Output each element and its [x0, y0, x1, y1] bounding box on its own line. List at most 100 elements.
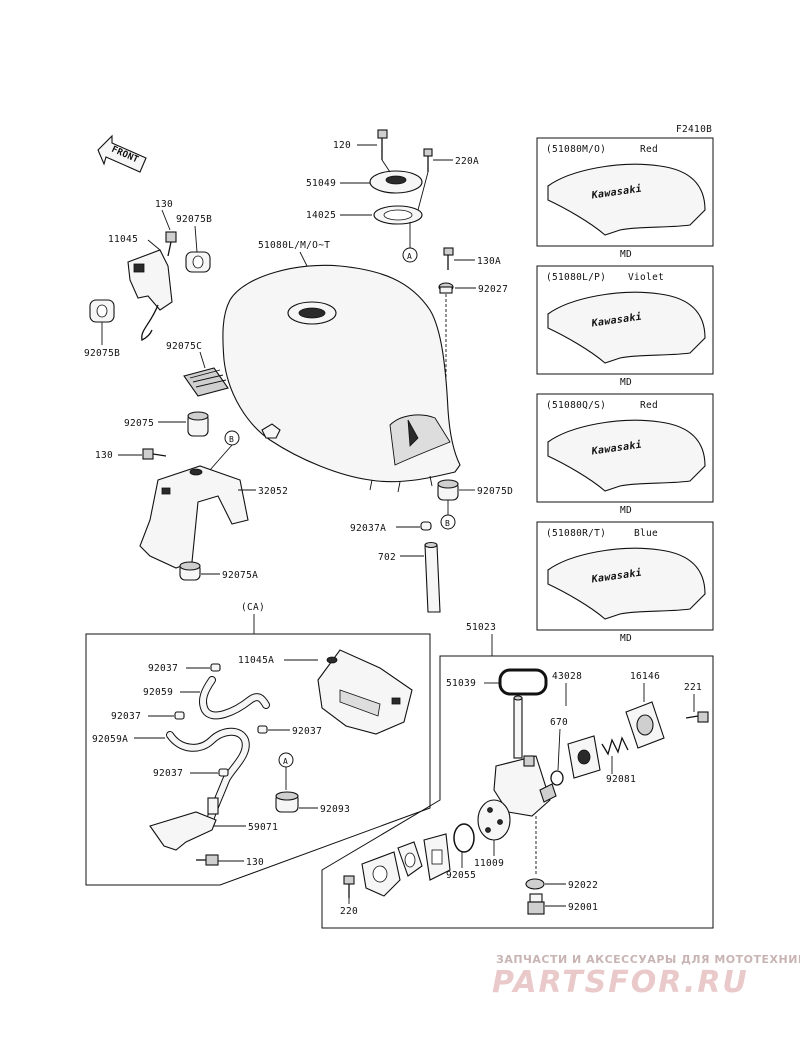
damper-92075D [437, 479, 459, 501]
bolt-130-bottom [196, 854, 219, 866]
screw-221 [685, 711, 709, 723]
variant-1-sub: MD [620, 249, 632, 260]
mount-plate [361, 851, 401, 897]
callout-A-top: A [407, 252, 412, 261]
cover-16146 [625, 701, 665, 749]
label-51039: 51039 [446, 678, 476, 689]
grommet-92027 [438, 282, 454, 294]
label-14025: 14025 [306, 210, 336, 221]
label-220A: 220A [455, 156, 479, 167]
clip-92037-1 [210, 663, 221, 672]
variant-3-sub: MD [620, 505, 632, 516]
clip-92037A [420, 521, 432, 531]
damper-92075A [179, 561, 201, 581]
clip-92037-4 [218, 768, 229, 777]
label-92059: 92059 [143, 687, 173, 698]
bracket-32052 [139, 465, 249, 569]
bolt-130A [443, 247, 454, 270]
label-130-mid: 130 [95, 450, 113, 461]
callout-B-right: B [445, 519, 450, 528]
label-130A: 130A [477, 256, 501, 267]
gasket-plate [397, 841, 423, 877]
damper-92075B-top [185, 251, 211, 273]
washer-92022 [525, 878, 545, 890]
label-702: 702 [378, 552, 396, 563]
variant-1-code: (51080M/O) [546, 144, 606, 155]
label-92055: 92055 [446, 870, 476, 881]
label-51049: 51049 [306, 178, 336, 189]
watermark-tagline: ЗАПЧАСТИ И АКСЕССУАРЫ ДЛЯ МОТОТЕХНИКИ [496, 953, 800, 966]
bolt-220A [423, 148, 433, 172]
label-92059A: 92059A [92, 734, 128, 745]
cap-51049 [369, 170, 423, 194]
ca-section-frame [85, 633, 431, 886]
label-670: 670 [550, 717, 568, 728]
variant-panel-3: (51080Q/S) Red Kawasaki MD [536, 393, 714, 516]
label-92037-4: 92037 [153, 768, 183, 779]
label-220: 220 [340, 906, 358, 917]
label-92027: 92027 [478, 284, 508, 295]
figure-code: F2410B [676, 124, 712, 135]
label-43028: 43028 [552, 671, 582, 682]
callout-B-left: B [229, 435, 234, 444]
label-51080: 51080L/M/O~T [258, 240, 330, 251]
fuel-cock-body [493, 695, 557, 817]
grommet-92093 [275, 791, 299, 813]
filter-51039 [498, 668, 548, 696]
lever-plate [423, 833, 451, 881]
front-arrow: FRONT [97, 134, 147, 173]
variant-panel-4: (51080R/T) Blue Kawasaki MD [536, 521, 714, 644]
label-92075B-bot: 92075B [84, 348, 120, 359]
variant-4-code: (51080R/T) [546, 528, 606, 539]
hose-92059A [166, 727, 250, 824]
hose-702 [424, 541, 441, 613]
clip-92037-2 [174, 711, 185, 720]
label-92037A: 92037A [350, 523, 386, 534]
label-92001: 92001 [568, 902, 598, 913]
bolt-130-mid [142, 448, 167, 460]
variant-2-color: Violet [628, 272, 664, 283]
gasket-14025 [373, 205, 423, 225]
fuel-tank [222, 264, 461, 493]
screw-220 [343, 875, 355, 898]
label-92037-2: 92037 [111, 711, 141, 722]
label-92075D: 92075D [477, 486, 513, 497]
label-32052: 32052 [258, 486, 288, 497]
label-130-top: 130 [155, 199, 173, 210]
label-59071: 59071 [248, 822, 278, 833]
fuel-cock-section-frame [321, 655, 714, 929]
spring-92081 [601, 736, 629, 756]
hose-92059 [199, 676, 270, 720]
oring-670 [550, 770, 564, 786]
variant-1-color: Red [640, 144, 658, 155]
label-11009: 11009 [474, 858, 504, 869]
bracket-59071 [149, 797, 219, 851]
variant-4-color: Blue [634, 528, 658, 539]
label-221: 221 [684, 682, 702, 693]
watermark-logo: PARTSFOR.RU [492, 965, 749, 1000]
bolt-130-top [165, 231, 177, 257]
variant-4-sub: MD [620, 633, 632, 644]
label-92075C: 92075C [166, 341, 202, 352]
label-11045A: 11045A [238, 655, 274, 666]
label-92075: 92075 [124, 418, 154, 429]
bracket-11045A [317, 649, 413, 735]
label-92093: 92093 [320, 804, 350, 815]
label-92075A: 92075A [222, 570, 258, 581]
label-16146: 16146 [630, 671, 660, 682]
damper-92075B-bot [89, 299, 115, 323]
variant-panel-2: (51080L/P) Violet Kawasaki MD [536, 265, 714, 388]
variant-2-sub: MD [620, 377, 632, 388]
damper-92075 [187, 411, 209, 437]
label-92037-3: 92037 [292, 726, 322, 737]
variant-panel-1: (51080M/O) Red Kawasaki MD [536, 137, 714, 260]
diaphragm-43028 [567, 735, 601, 779]
label-11045: 11045 [108, 234, 138, 245]
bolt-92001 [527, 893, 545, 915]
label-120: 120 [333, 140, 351, 151]
bolt-120 [377, 129, 388, 160]
label-92022: 92022 [568, 880, 598, 891]
bracket-11045 [127, 249, 173, 341]
variant-2-code: (51080L/P) [546, 272, 606, 283]
